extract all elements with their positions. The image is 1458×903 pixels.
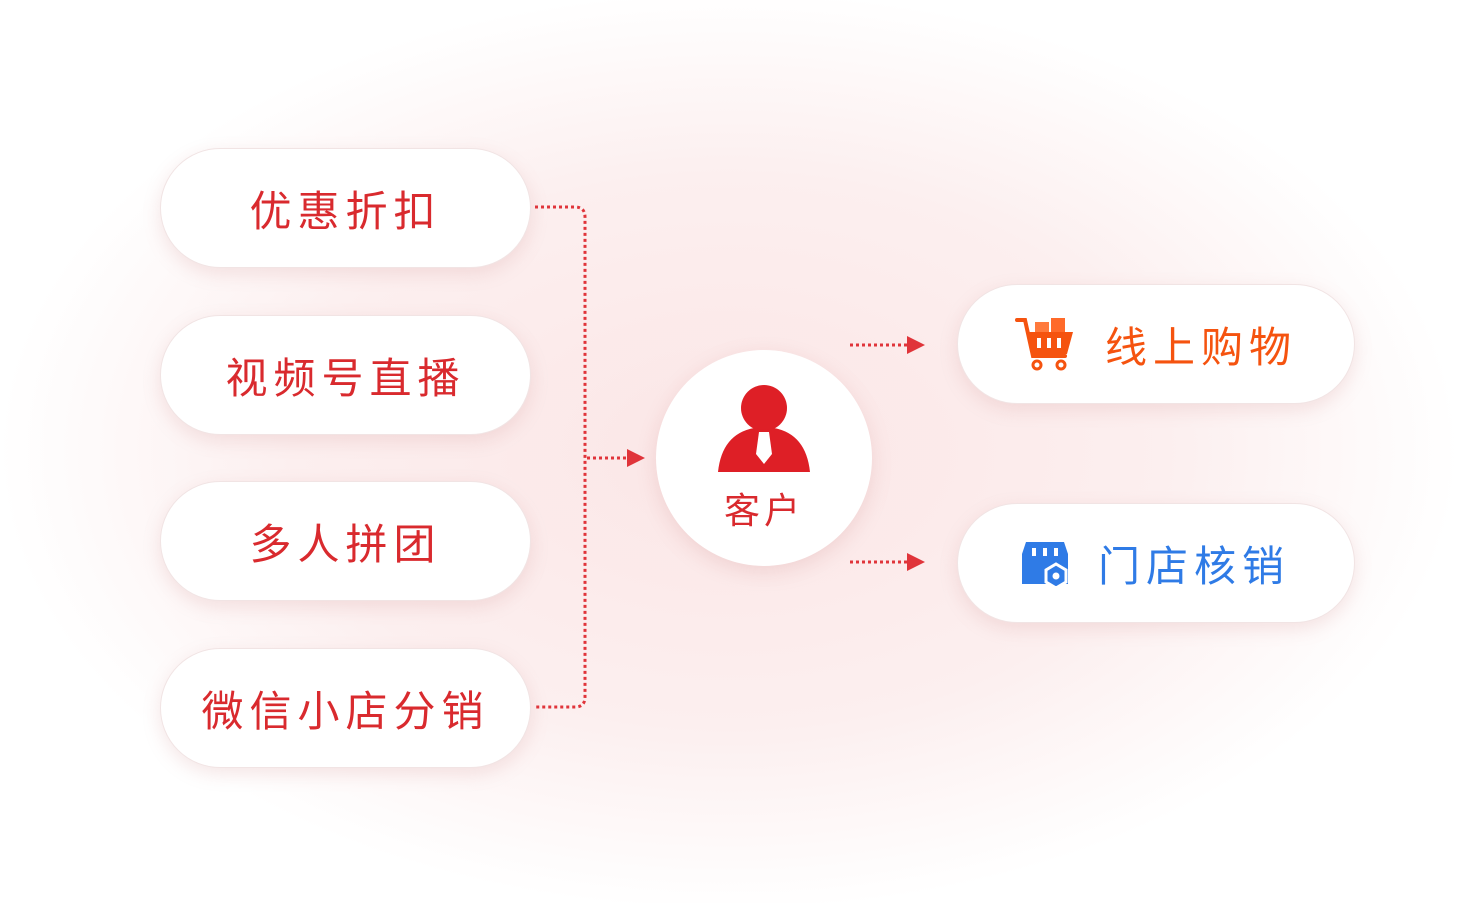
item-store-redeem: 门店核销	[957, 503, 1355, 623]
item-video-live: 视频号直播	[160, 315, 531, 435]
arrow-icon	[907, 336, 925, 354]
connector-left	[535, 205, 587, 709]
shopping-cart-icon	[1014, 318, 1073, 371]
item-discount: 优惠折扣	[160, 148, 531, 268]
arrow-icon	[627, 449, 645, 467]
arrow-icon	[907, 553, 925, 571]
customer-label: 客户	[723, 491, 804, 532]
item-label: 优惠折扣	[249, 186, 442, 236]
user-icon	[718, 385, 810, 472]
item-label: 视频号直播	[225, 353, 466, 403]
item-label: 线上购物	[1104, 322, 1297, 372]
customer-node: 客户	[656, 350, 872, 566]
store-icon	[1021, 542, 1068, 586]
item-label: 门店核销	[1097, 541, 1290, 591]
item-label: 多人拼团	[249, 519, 442, 569]
item-label: 微信小店分销	[201, 686, 490, 736]
item-online-shopping: 线上购物	[957, 284, 1355, 404]
item-group-buy: 多人拼团	[160, 481, 531, 601]
item-wechat-shop: 微信小店分销	[160, 648, 531, 768]
